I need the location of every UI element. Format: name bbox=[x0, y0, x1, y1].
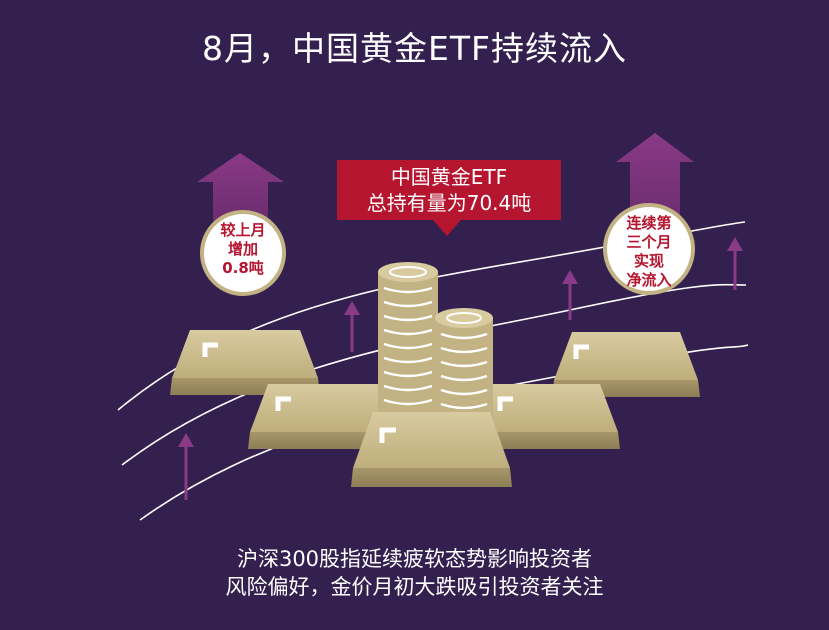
callout-line1: 中国黄金ETF bbox=[390, 165, 508, 189]
coin-stack-tall bbox=[378, 262, 438, 422]
badge-right-circle bbox=[603, 203, 695, 295]
bottom-caption: 沪深300股指延续疲软态势影响投资者 风险偏好，金价月初大跌吸引投资者关注 bbox=[0, 545, 829, 601]
bottom-line2: 风险偏好，金价月初大跌吸引投资者关注 bbox=[225, 575, 604, 599]
badge-left-line3: 0.8吨 bbox=[222, 259, 264, 277]
badge-right-line4: 净流入 bbox=[626, 271, 672, 289]
callout-pointer bbox=[433, 220, 461, 236]
bottom-line1: 沪深300股指延续疲软态势影响投资者 bbox=[236, 547, 593, 571]
badge-left-line1: 较上月 bbox=[220, 221, 266, 239]
gold-bars bbox=[170, 330, 700, 449]
gold-bar-front bbox=[351, 412, 512, 487]
holdings-callout: 中国黄金ETF 总持有量为70.4吨 bbox=[337, 160, 561, 220]
badge-right-text: 连续第 三个月 实现 净流入 bbox=[611, 214, 687, 290]
badge-left-circle bbox=[200, 210, 286, 296]
badge-right-line3: 实现 bbox=[633, 252, 664, 270]
badge-right-line2: 三个月 bbox=[626, 233, 672, 251]
badge-left-line2: 增加 bbox=[227, 240, 258, 258]
small-up-arrows bbox=[178, 237, 743, 500]
callout-line2: 总持有量为70.4吨 bbox=[366, 191, 532, 215]
badge-right-line1: 连续第 bbox=[626, 214, 672, 232]
badge-left-text: 较上月 增加 0.8吨 bbox=[208, 221, 278, 278]
page-title: 8月，中国黄金ETF持续流入 bbox=[202, 29, 627, 68]
coin-stack-short bbox=[435, 308, 493, 420]
